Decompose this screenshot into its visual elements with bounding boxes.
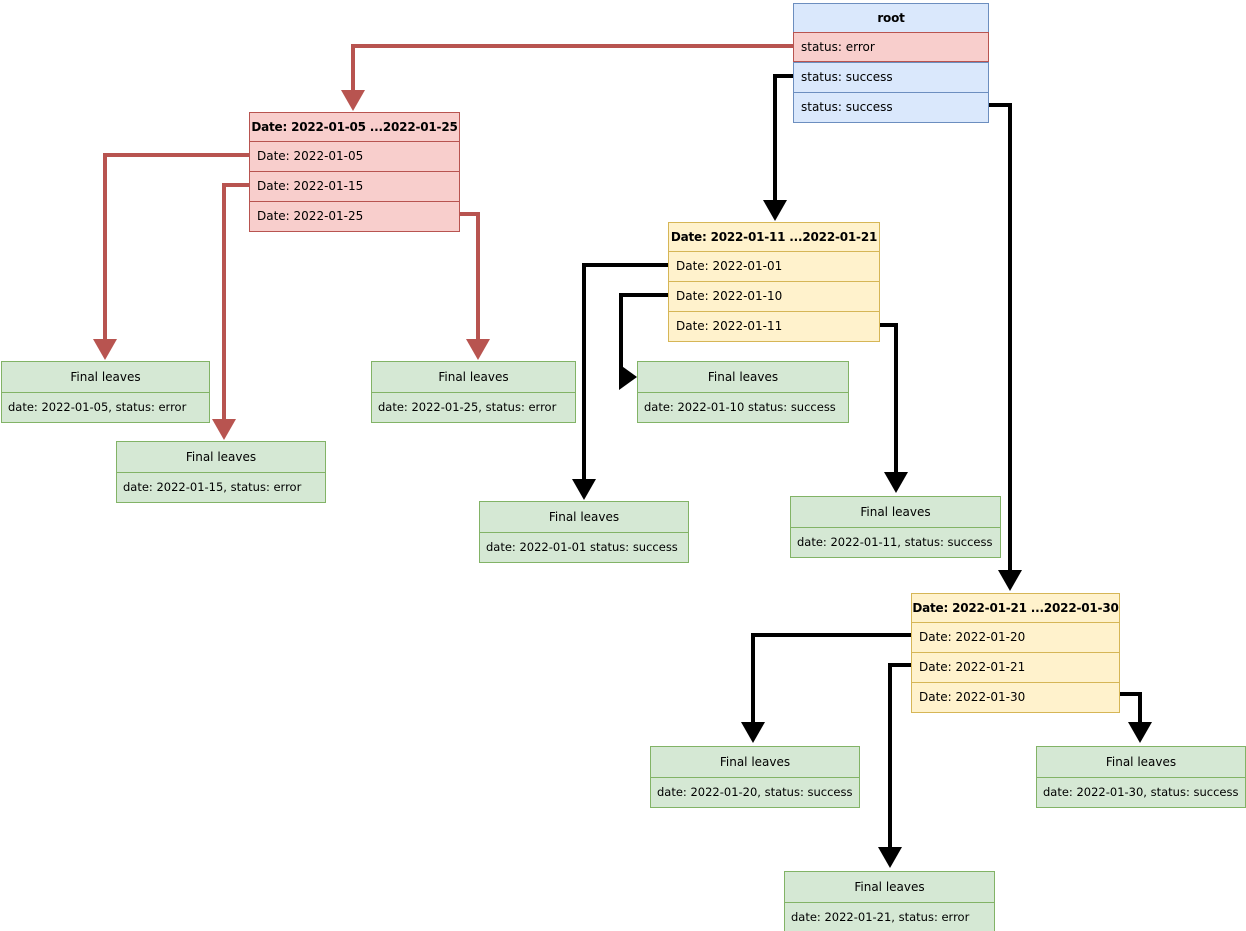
leaf-title: Final leaves — [1105, 755, 1177, 769]
edge-error-group-to-leaf-0105 — [103, 153, 249, 341]
error-group-row-0115: Date: 2022-01-15 — [250, 171, 459, 201]
leaf-node-0120-success: Final leaves date: 2022-01-20, status: s… — [650, 746, 860, 808]
leaf-detail: date: 2022-01-10 status: success — [638, 392, 848, 422]
success-group-1-node: Date: 2022-01-11 ...2022-01-21 Date: 202… — [668, 222, 880, 342]
root-row-status-success-1: status: success — [794, 62, 988, 92]
success-group-1-row-0110: Date: 2022-01-10 — [669, 281, 879, 311]
leaf-detail: date: 2022-01-15, status: error — [117, 472, 325, 502]
leaf-detail: date: 2022-01-01 status: success — [480, 532, 688, 562]
leaf-node-0121-error: Final leaves date: 2022-01-21, status: e… — [784, 871, 995, 931]
leaf-title: Final leaves — [719, 755, 791, 769]
edge-error-group-to-leaf-0125 — [460, 212, 480, 341]
arrowhead-error-group-to-leaf-0105 — [93, 339, 117, 360]
success-group-2-row-0130: Date: 2022-01-30 — [912, 682, 1119, 712]
root-row-status-success-2: status: success — [794, 92, 988, 122]
arrowhead-sg1-to-leaf-0101 — [572, 479, 596, 500]
root-node-title: root — [877, 11, 905, 25]
arrowhead-sg1-to-leaf-0110 — [619, 364, 637, 390]
leaf-node-0130-success: Final leaves date: 2022-01-30, status: s… — [1036, 746, 1246, 808]
success-group-1-row-0101: Date: 2022-01-01 — [669, 251, 879, 281]
leaf-node-0111-success: Final leaves date: 2022-01-11, status: s… — [790, 496, 1001, 558]
leaf-detail: date: 2022-01-21, status: error — [785, 902, 994, 931]
arrowhead-sg2-to-leaf-0130 — [1128, 722, 1152, 743]
edge-error-group-to-leaf-0115 — [222, 183, 249, 421]
edge-sg2-to-leaf-0121 — [888, 663, 911, 849]
edge-root-to-error-group — [351, 44, 793, 92]
leaf-node-0110-success: Final leaves date: 2022-01-10 status: su… — [637, 361, 849, 423]
leaf-title: Final leaves — [548, 510, 620, 524]
leaf-detail: date: 2022-01-25, status: error — [372, 392, 575, 422]
leaf-detail: date: 2022-01-11, status: success — [791, 527, 1000, 557]
leaf-node-0125-error: Final leaves date: 2022-01-25, status: e… — [371, 361, 576, 423]
edge-sg2-to-leaf-0120 — [751, 633, 911, 724]
error-group-row-0125: Date: 2022-01-25 — [250, 201, 459, 231]
edge-root-to-success-group-1 — [773, 74, 793, 202]
leaf-title: Final leaves — [860, 505, 931, 519]
success-group-2-row-0120: Date: 2022-01-20 — [912, 622, 1119, 652]
leaf-title: Final leaves — [707, 370, 779, 384]
leaf-node-0115-error: Final leaves date: 2022-01-15, status: e… — [116, 441, 326, 503]
leaf-detail: date: 2022-01-05, status: error — [2, 392, 209, 422]
success-group-1-row-0111: Date: 2022-01-11 — [669, 311, 879, 341]
leaf-detail: date: 2022-01-30, status: success — [1037, 777, 1245, 807]
success-group-2-node: Date: 2022-01-21 ...2022-01-30 Date: 202… — [911, 593, 1120, 713]
error-group-row-0105: Date: 2022-01-05 — [250, 141, 459, 171]
edge-sg2-to-leaf-0130 — [1120, 692, 1142, 724]
arrowhead-sg2-to-leaf-0120 — [741, 722, 765, 743]
leaf-title: Final leaves — [70, 370, 141, 384]
leaf-title: Final leaves — [438, 370, 509, 384]
arrowhead-root-to-success-group-2 — [998, 570, 1022, 591]
arrowhead-root-to-error-group — [341, 90, 365, 111]
leaf-node-0101-success: Final leaves date: 2022-01-01 status: su… — [479, 501, 689, 563]
success-group-2-title: Date: 2022-01-21 ...2022-01-30 — [912, 601, 1119, 615]
edge-sg1-to-leaf-0111 — [880, 323, 898, 474]
leaf-title: Final leaves — [854, 880, 925, 894]
arrowhead-error-group-to-leaf-0125 — [466, 339, 490, 360]
error-group-title: Date: 2022-01-05 ...2022-01-25 — [251, 120, 458, 134]
arrowhead-sg1-to-leaf-0111 — [884, 472, 908, 493]
arrowhead-error-group-to-leaf-0115 — [212, 419, 236, 440]
success-group-1-title: Date: 2022-01-11 ...2022-01-21 — [670, 230, 878, 244]
arrowhead-sg2-to-leaf-0121 — [878, 847, 902, 868]
root-row-status-error: status: error — [793, 32, 989, 62]
leaf-node-0105-error: Final leaves date: 2022-01-05, status: e… — [1, 361, 210, 423]
leaf-detail: date: 2022-01-20, status: success — [651, 777, 859, 807]
arrowhead-root-to-success-group-1 — [763, 200, 787, 221]
leaf-title: Final leaves — [185, 450, 257, 464]
error-group-node: Date: 2022-01-05 ...2022-01-25 Date: 202… — [249, 112, 460, 232]
success-group-2-row-0121: Date: 2022-01-21 — [912, 652, 1119, 682]
root-node: root status: error status: success statu… — [793, 3, 989, 123]
